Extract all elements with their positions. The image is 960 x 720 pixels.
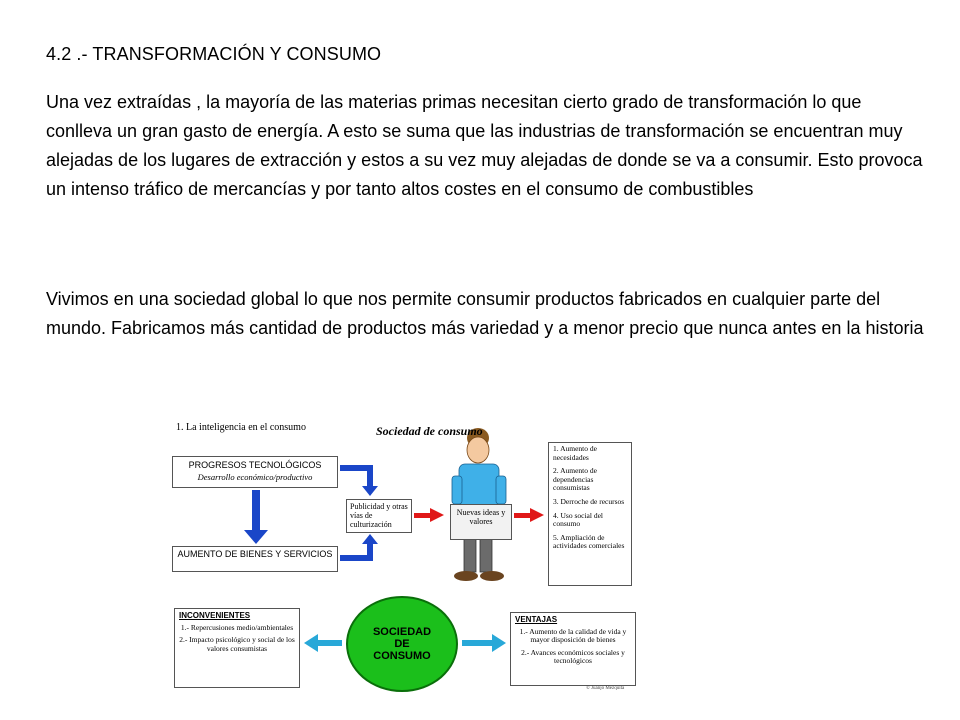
arrow-left-icon xyxy=(304,634,342,652)
box-heading: INCONVENIENTES xyxy=(179,611,251,620)
paragraph-sociedad-global: Vivimos en una sociedad global lo que no… xyxy=(46,289,924,338)
box-inconvenientes: INCONVENIENTES 1.- Repercusiones medio/a… xyxy=(174,608,300,688)
box-publicidad: Publicidad y otras vías de culturización xyxy=(346,499,412,533)
diagram-caption: 1. La inteligencia en el consumo xyxy=(176,422,306,433)
list-item: 3. Derroche de recursos xyxy=(553,496,625,506)
list-item: 1.- Aumento de la calidad de vida y mayo… xyxy=(519,626,627,645)
box-ventajas: VENTAJAS 1.- Aumento de la calidad de vi… xyxy=(510,612,636,686)
arrow-elbow-up-icon xyxy=(340,534,378,561)
box-progresos-tecnologicos: PROGRESOS TECNOLÓGICOS Desarrollo económ… xyxy=(172,456,338,488)
diagram-title: Sociedad de consumo xyxy=(376,424,483,438)
arrow-down-icon xyxy=(244,490,268,544)
box-consequences-list: 1. Aumento de necesidades 2. Aumento de … xyxy=(548,442,632,586)
circle-sociedad-de-consumo: SOCIEDAD DE CONSUMO xyxy=(346,596,458,692)
arrow-right-icon xyxy=(414,508,444,522)
box-heading: VENTAJAS xyxy=(515,615,558,624)
list-item: 4. Uso social del consumo xyxy=(553,510,603,529)
box-subtitle: Desarrollo económico/productivo xyxy=(197,472,313,482)
list-item: 1. Aumento de necesidades xyxy=(553,444,597,462)
circle-label: SOCIEDAD DE CONSUMO xyxy=(372,626,432,662)
paragraph-transformacion: Una vez extraídas , la mayoría de las ma… xyxy=(46,92,923,199)
box-nuevas-ideas: Nuevas ideas y valores xyxy=(450,504,512,540)
list-item: 2.- Impacto psicológico y social de los … xyxy=(179,635,295,653)
copyright-note: © Juanjo Mezquita xyxy=(586,686,625,691)
arrow-right-icon xyxy=(462,634,506,652)
box-heading: PROGRESOS TECNOLÓGICOS xyxy=(188,460,322,470)
arrow-elbow-down-icon xyxy=(340,465,378,496)
list-item: 5. Ampliación de actividades comerciales xyxy=(553,532,625,551)
arrow-right-icon xyxy=(514,508,544,522)
list-item: 2. Aumento de dependencias consumistas xyxy=(553,466,597,493)
person-icon xyxy=(451,428,507,581)
consumer-society-diagram: 1. La inteligencia en el consumo Socieda… xyxy=(168,410,648,694)
list-item: 2.- Avances económicos sociales y tecnol… xyxy=(521,647,625,666)
slide-title: 4.2 .- TRANSFORMACIÓN Y CONSUMO xyxy=(46,44,382,64)
diagram-artwork xyxy=(244,428,544,652)
box-aumento-bienes: AUMENTO DE BIENES Y SERVICIOS xyxy=(172,546,338,572)
list-item: 1.- Repercusiones medio/ambientales xyxy=(180,622,294,632)
